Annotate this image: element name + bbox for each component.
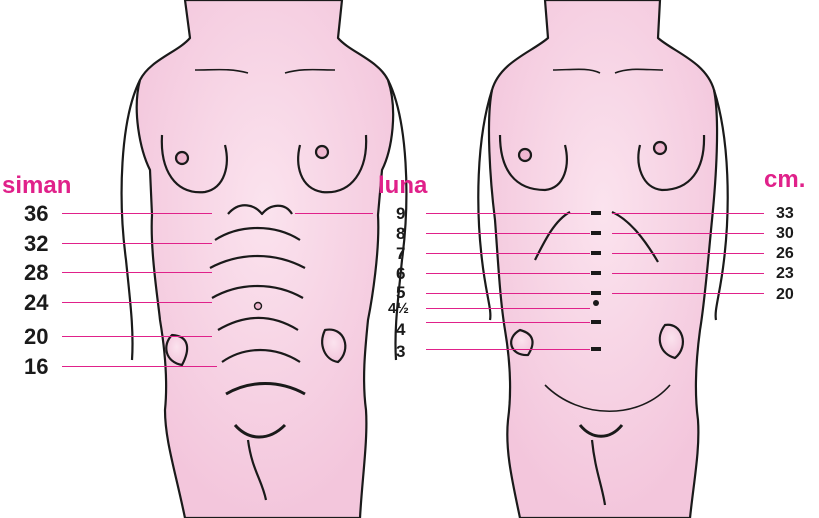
mark-7	[591, 251, 601, 255]
cm-guide-line	[612, 273, 764, 274]
months-guide-line	[426, 233, 590, 234]
months-label: 4	[396, 321, 405, 338]
weeks-label: 32	[24, 233, 48, 255]
months-label: 8	[396, 225, 405, 242]
bridge-line	[295, 213, 373, 214]
mark-4	[591, 320, 601, 324]
months-label: 6	[396, 265, 405, 282]
mark-8	[591, 231, 601, 235]
cm-guide-line	[612, 213, 764, 214]
months-guide-line	[426, 273, 590, 274]
left-torso-figure	[122, 0, 407, 518]
mark-4-half	[593, 300, 599, 306]
cm-label: 33	[776, 206, 794, 222]
weeks-guide-line	[62, 213, 212, 214]
weeks-label: 28	[24, 262, 48, 284]
weeks-guide-line	[62, 366, 217, 367]
cm-label: 23	[776, 266, 794, 282]
weeks-guide-line	[62, 272, 212, 273]
header-weeks: siman	[2, 172, 71, 200]
weeks-label: 36	[24, 203, 48, 225]
cm-label: 26	[776, 246, 794, 262]
weeks-guide-line	[62, 302, 212, 303]
weeks-guide-line	[62, 336, 212, 337]
cm-label: 20	[776, 287, 794, 303]
months-guide-line	[426, 253, 590, 254]
mark-5	[591, 291, 601, 295]
months-guide-line	[426, 322, 590, 323]
months-guide-line	[426, 349, 590, 350]
months-label: 4½	[388, 301, 409, 316]
cm-guide-line	[612, 253, 764, 254]
mark-9	[591, 211, 601, 215]
weeks-label: 20	[24, 326, 48, 348]
months-guide-line	[426, 213, 590, 214]
mark-3	[591, 347, 601, 351]
months-guide-line	[426, 293, 590, 294]
weeks-label: 16	[24, 356, 48, 378]
header-months: luna	[378, 172, 427, 200]
months-label: 7	[396, 245, 405, 262]
months-guide-line	[426, 308, 590, 309]
months-label: 5	[396, 284, 405, 301]
cm-label: 30	[776, 226, 794, 242]
right-torso-figure	[478, 0, 727, 518]
weeks-guide-line	[62, 243, 212, 244]
cm-guide-line	[612, 233, 764, 234]
cm-guide-line	[612, 293, 764, 294]
months-label: 3	[396, 343, 405, 360]
mark-6	[591, 271, 601, 275]
header-cm: cm.	[764, 166, 805, 194]
weeks-label: 24	[24, 292, 48, 314]
months-label: 9	[396, 205, 405, 222]
